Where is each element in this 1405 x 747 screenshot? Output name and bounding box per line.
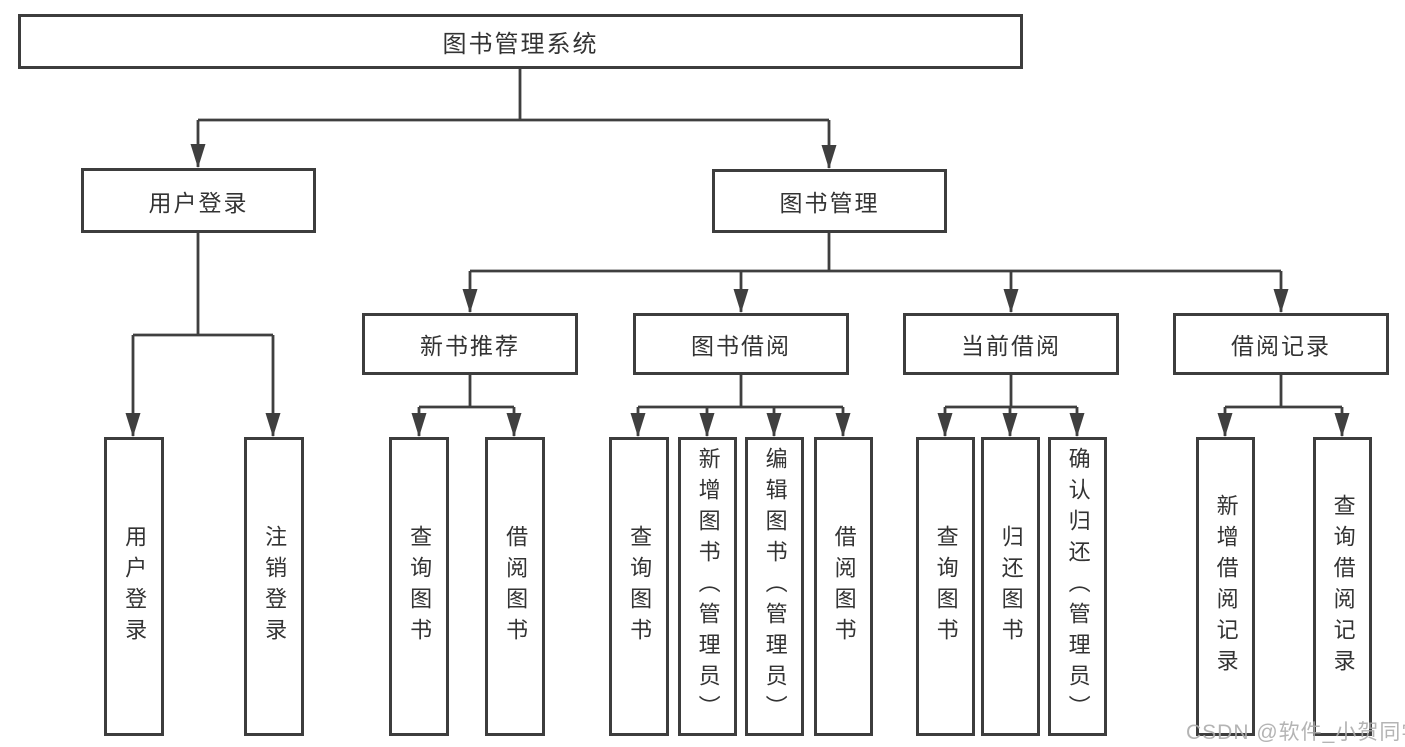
leaf-add-book-admin-label: 新增图书（管理员） — [695, 447, 721, 726]
watermark: CSDN @软件_小贺同学 — [1186, 721, 1405, 744]
node-new-book-recommend: 新书推荐 — [362, 313, 578, 375]
leaf-logout-label: 注销登录 — [262, 524, 288, 649]
leaf-user-login-label: 用户登录 — [122, 524, 148, 649]
leaf-confirm-return-admin-label: 确认归还（管理员） — [1065, 447, 1091, 726]
node-book-management: 图书管理 — [712, 169, 947, 233]
leaf-user-login: 用户登录 — [104, 437, 164, 736]
node-user-login: 用户登录 — [81, 168, 316, 233]
leaf-query-borrow-record-label: 查询借阅记录 — [1330, 493, 1356, 680]
leaf-confirm-return-admin: 确认归还（管理员） — [1048, 437, 1107, 736]
leaf-borrow-books-recommend-label: 借阅图书 — [503, 524, 529, 649]
node-current-borrow: 当前借阅 — [903, 313, 1119, 375]
leaf-query-borrow-record: 查询借阅记录 — [1313, 437, 1372, 736]
node-book-borrow: 图书借阅 — [633, 313, 849, 375]
connector-root-to-level2 — [190, 69, 837, 169]
leaf-query-books-current: 查询图书 — [916, 437, 975, 736]
leaf-query-books-recommend-label: 查询图书 — [407, 524, 433, 649]
leaf-query-books-current-label: 查询图书 — [933, 524, 959, 649]
node-current-borrow-label: 当前借阅 — [961, 333, 1061, 359]
connector-borrow-records-to-leaves — [1217, 375, 1350, 437]
node-new-book-recommend-label: 新书推荐 — [420, 333, 520, 359]
leaf-edit-book-admin: 编辑图书（管理员） — [745, 437, 804, 736]
connector-user-login-to-leaves — [125, 233, 281, 437]
node-book-borrow-label: 图书借阅 — [691, 333, 791, 359]
leaf-borrow-books: 借阅图书 — [814, 437, 873, 736]
connector-current-borrow-to-leaves — [937, 375, 1085, 437]
leaf-return-books: 归还图书 — [981, 437, 1040, 736]
connector-book-mgmt-to-level3 — [462, 233, 1289, 313]
node-book-management-label: 图书管理 — [779, 190, 880, 216]
node-borrow-records-label: 借阅记录 — [1231, 333, 1331, 359]
leaf-add-borrow-record-label: 新增借阅记录 — [1213, 493, 1239, 680]
leaf-add-book-admin: 新增图书（管理员） — [678, 437, 737, 736]
leaf-borrow-books-label: 借阅图书 — [831, 524, 857, 649]
node-root-label: 图书管理系统 — [442, 31, 599, 58]
node-borrow-records: 借阅记录 — [1173, 313, 1389, 375]
connector-book-borrow-to-leaves — [630, 375, 851, 437]
leaf-query-books-recommend: 查询图书 — [389, 437, 449, 736]
leaf-query-books-borrow: 查询图书 — [609, 437, 669, 736]
leaf-query-books-borrow-label: 查询图书 — [627, 524, 653, 649]
node-root: 图书管理系统 — [18, 14, 1023, 69]
node-user-login-label: 用户登录 — [148, 189, 249, 216]
leaf-borrow-books-recommend: 借阅图书 — [485, 437, 545, 736]
leaf-return-books-label: 归还图书 — [998, 524, 1024, 649]
leaf-logout: 注销登录 — [244, 437, 304, 736]
leaf-edit-book-admin-label: 编辑图书（管理员） — [762, 447, 788, 726]
leaf-add-borrow-record: 新增借阅记录 — [1196, 437, 1255, 736]
connector-new-book-to-leaves — [411, 375, 522, 437]
